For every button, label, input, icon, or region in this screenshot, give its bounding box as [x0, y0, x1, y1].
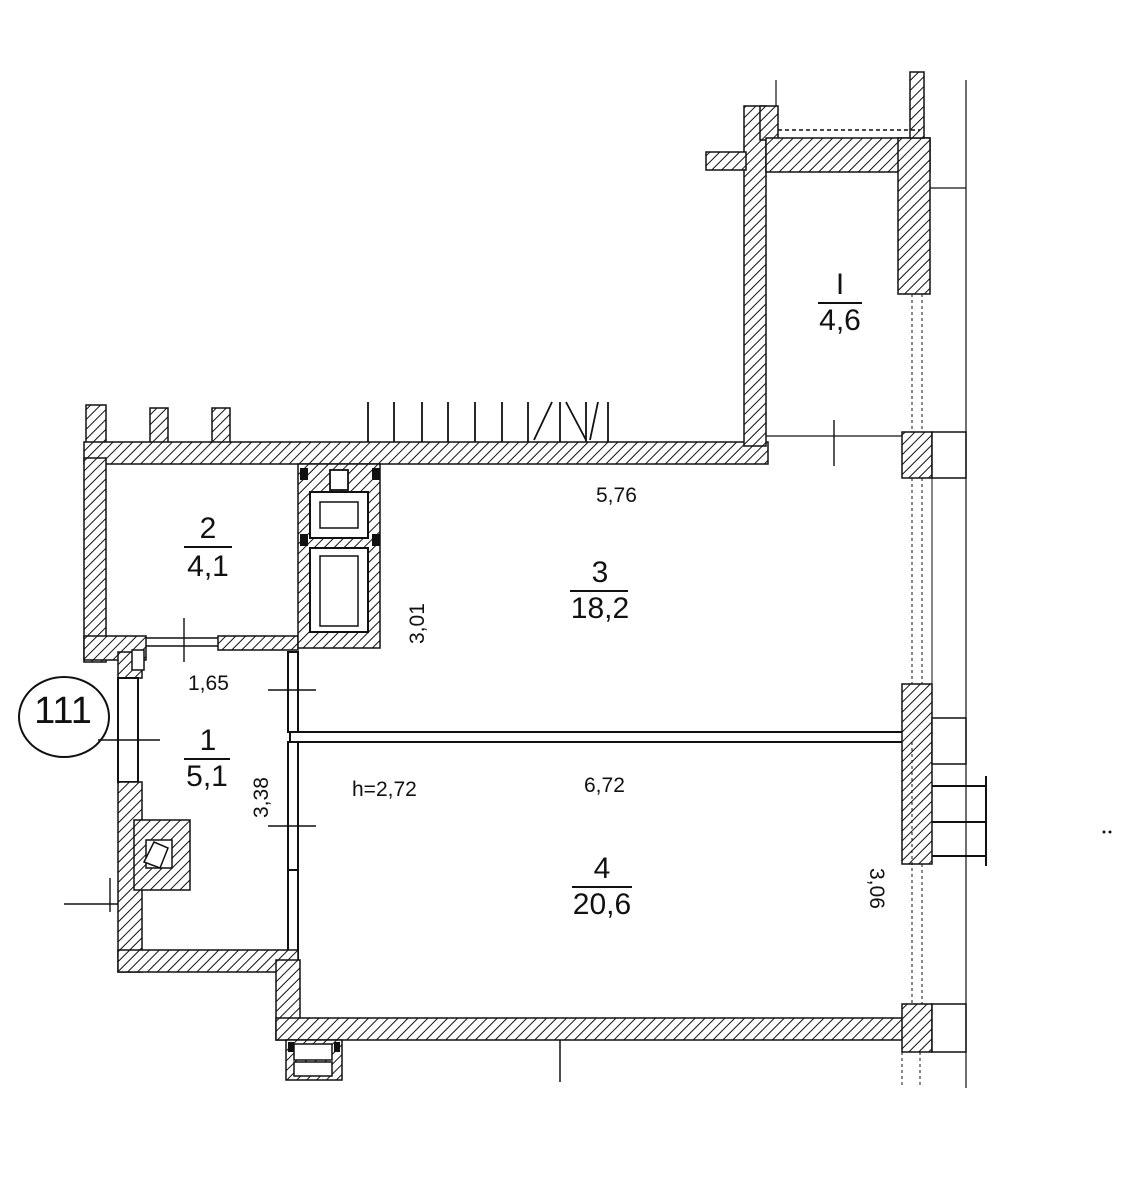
room-number-room3: 3	[591, 556, 609, 589]
dimension-room3-width: 5,76	[596, 484, 637, 507]
top-window-lines	[367, 401, 609, 442]
bottom-shaft	[285, 1039, 343, 1081]
apartment-number-circle	[18, 676, 110, 758]
room4-bottom-wall	[275, 1017, 929, 1082]
dimension-room4-width: 6,72	[584, 774, 625, 797]
room-divider-balcony	[818, 302, 862, 304]
room-area-room3: 18,2	[570, 592, 630, 625]
room-area-hall: 5,1	[186, 760, 228, 793]
room-divider-room4	[572, 886, 632, 888]
room-area-bathroom: 4,1	[187, 550, 229, 583]
top-left-stub-walls	[85, 404, 231, 448]
room-divider-room3	[570, 590, 628, 592]
room-divider-bathroom	[184, 546, 232, 548]
hall-bottom-wall	[117, 949, 301, 1041]
right-exterior-wall	[901, 431, 967, 1088]
room-number-room4: 4	[593, 852, 611, 885]
room-area-balcony: 4,6	[819, 304, 861, 337]
room-number-balcony: I	[835, 268, 845, 301]
ceiling-height: h=2,72	[352, 778, 417, 801]
dimension-ticks	[64, 420, 835, 912]
room-area-room4: 20,6	[572, 888, 632, 921]
hall-left-wall	[117, 649, 145, 973]
dimension-room3-depth: 3,01	[406, 603, 429, 644]
chimney-block	[133, 819, 191, 891]
right-fitting	[932, 776, 987, 866]
apartment-number: 111	[34, 690, 92, 732]
bathroom-bottom-wall	[83, 635, 299, 661]
hall-partition	[287, 651, 299, 967]
room-number-hall: 1	[199, 724, 217, 757]
room-divider-hall	[184, 758, 230, 760]
left-wall-bathroom	[83, 457, 107, 663]
dimension-bath-width: 1,65	[188, 672, 229, 695]
dimension-room4-depth: 3,06	[865, 868, 888, 909]
top-wall	[83, 441, 769, 465]
margin-mark	[1102, 830, 1112, 834]
room-number-bathroom: 2	[199, 512, 217, 545]
ventilation-shaft	[297, 463, 381, 649]
balcony-walls	[705, 71, 966, 447]
middle-wall	[289, 731, 905, 743]
dimension-hall-depth: 3,38	[250, 777, 273, 818]
